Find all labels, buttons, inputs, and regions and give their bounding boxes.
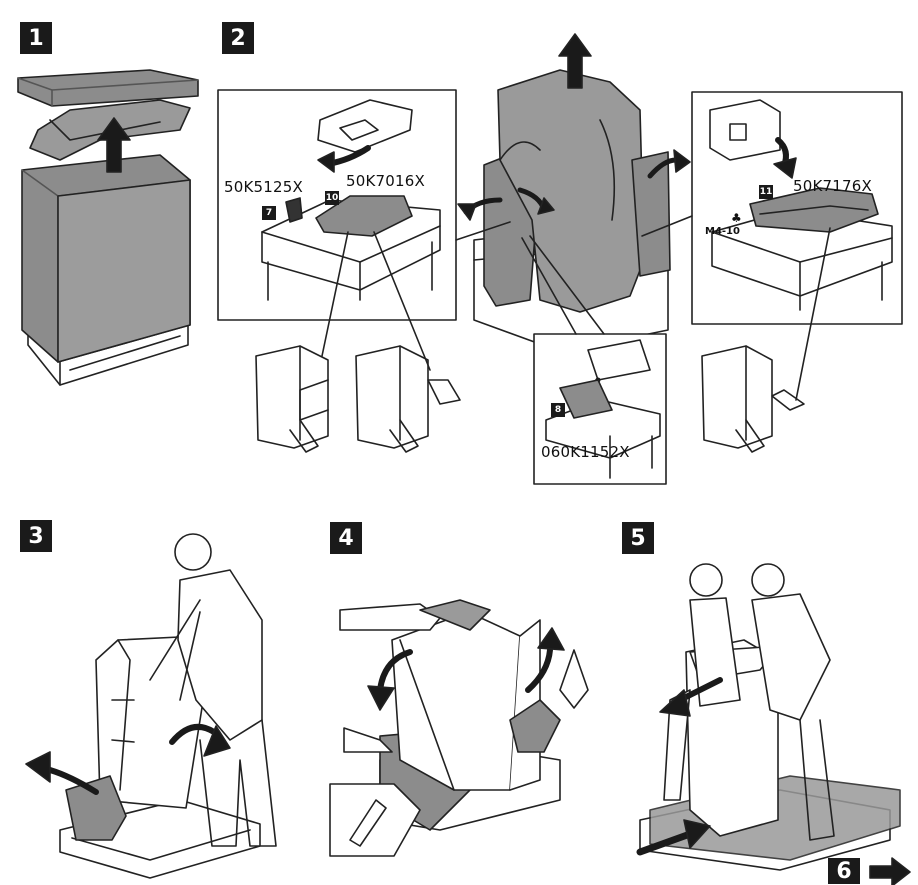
finisher-left: [255, 345, 329, 453]
part-number-50k7176x: 50K7176X: [793, 177, 872, 195]
part-number-060k1152x: 060K1152X: [541, 443, 630, 461]
screw-label: M4-10: [705, 226, 740, 237]
item-7-badge: 7: [262, 206, 276, 220]
item-8-badge: 8: [551, 403, 565, 417]
part-number-50k7016x: 50K7016X: [346, 172, 425, 190]
finisher-right: [701, 345, 805, 453]
finisher-mid: [355, 345, 461, 453]
part-number-50k5125x: 50K5125X: [224, 178, 303, 196]
step-6-badge: 6: [828, 858, 860, 884]
step-1-badge: 1: [20, 22, 52, 54]
step4-illustration: [329, 599, 589, 857]
step-2-badge: 2: [222, 22, 254, 54]
step-4-badge: 4: [330, 522, 362, 554]
step1-illustration: [17, 69, 199, 386]
step-3-badge: 3: [20, 520, 52, 552]
wrapped-machine: [457, 33, 691, 353]
item-10-badge: 10: [325, 191, 339, 205]
item-11-badge: 11: [759, 185, 773, 199]
screw-icon: ♣: [731, 211, 742, 225]
step-5-badge: 5: [622, 522, 654, 554]
step5-illustration: [636, 563, 911, 885]
step3-illustration: [25, 533, 277, 879]
